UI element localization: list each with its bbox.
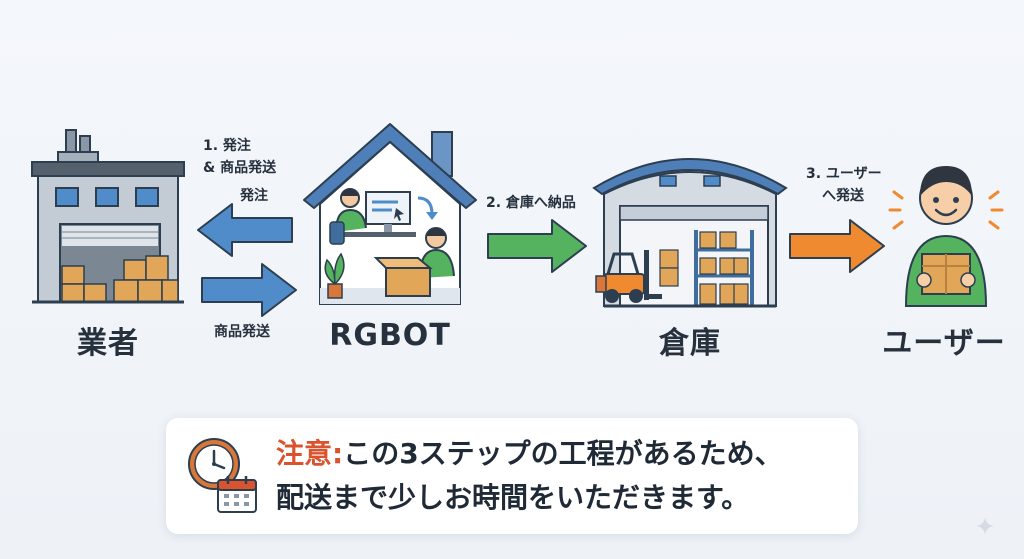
factory-icon [31, 129, 185, 304]
notice-line2: 配送まで少しお時間をいただきます。 [276, 481, 750, 514]
person-icon [888, 166, 1004, 307]
step3-label-line2: へ発送 [822, 188, 864, 204]
notice-heading: 注意: [276, 437, 344, 470]
rgbot-label: RGBOT [329, 318, 451, 353]
house-icon [303, 123, 477, 305]
calendar-icon [217, 476, 257, 513]
step3-label-line1: 3. ユーザー [806, 166, 882, 182]
ship-goods-label: 商品発送 [214, 324, 270, 340]
ship-to-user-arrow [789, 219, 885, 273]
step1-label-line2: & 商品発送 [203, 160, 277, 176]
sparkle-icon [976, 517, 994, 535]
clock-icon [188, 438, 240, 490]
step2-label: 2. 倉庫へ納品 [486, 195, 576, 211]
notice-line1: この3ステップの工程があるため、 [343, 437, 783, 470]
ship-arrow-right [201, 263, 297, 317]
user-label: ユーザー [882, 326, 1006, 361]
step1-label-line1: 1. 発注 [203, 138, 251, 154]
notice-box: 注意:この3ステップの工程があるため、 配送まで少しお時間をいただきます。 [166, 418, 858, 534]
forklift-icon [595, 250, 662, 303]
supplier-label: 業者 [77, 326, 139, 361]
delivery-arrow [487, 219, 587, 273]
order-arrow-left [197, 203, 293, 257]
order-label: 発注 [240, 188, 268, 204]
warehouse-label: 倉庫 [659, 326, 721, 361]
notice-text: 注意:この3ステップの工程があるため、 配送まで少しお時間をいただきます。 [276, 432, 846, 520]
